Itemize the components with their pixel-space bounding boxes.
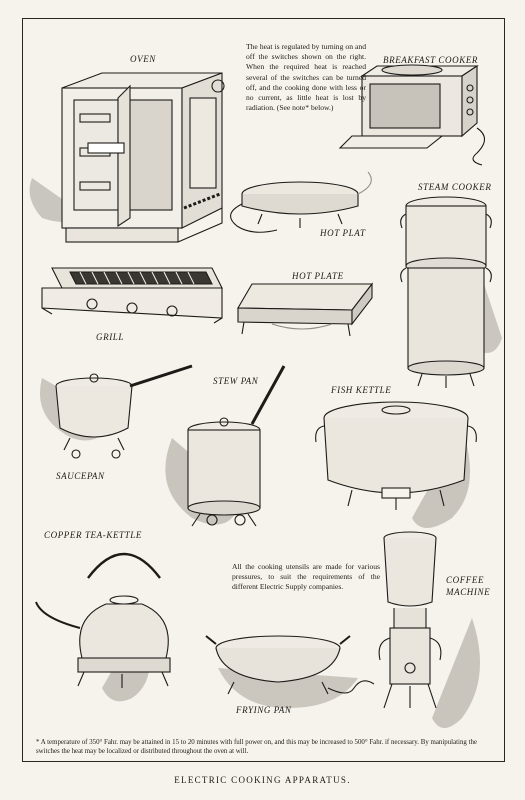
label-breakfast-cooker: Breakfast Cooker (383, 55, 479, 65)
rectangular-hot-plate-illustration (237, 282, 374, 337)
label-frying-pan: Frying Pan (236, 705, 292, 715)
stew-pan-illustration (165, 365, 286, 527)
oven-illustration (29, 72, 225, 243)
utensils-note: All the cooking utensils are made for va… (232, 562, 380, 592)
page-border (22, 18, 505, 762)
fish-kettle-illustration (315, 401, 477, 528)
label-grill: Grill (96, 332, 125, 342)
label-copper-tea-kettle: Copper Tea-Kettle (44, 530, 142, 540)
saucepan-illustration (40, 364, 193, 459)
page-caption: ELECTRIC COOKING APPARATUS. (174, 775, 351, 785)
steam-cooker-illustration (400, 196, 502, 388)
label-fish-kettle: Fish Kettle (331, 385, 392, 395)
frying-pan-illustration (205, 635, 375, 708)
round-hot-plate-illustration (230, 171, 372, 233)
temperature-footnote: * A temperature of 350° Fahr. may be att… (36, 739, 477, 756)
heat-regulation-note: The heat is regulated by turning on and … (246, 42, 366, 113)
label-hot-plate: Hot Plate (292, 271, 344, 281)
label-saucepan: Saucepan (56, 471, 105, 481)
breakfast-cooker-illustration (338, 64, 486, 166)
label-steam-cooker: Steam Cooker (418, 182, 492, 192)
tea-kettle-illustration (35, 552, 171, 702)
label-hot-plat: Hot Plat (320, 228, 366, 238)
label-oven: Oven (130, 54, 156, 64)
label-coffee-machine: Coffee Machine (446, 575, 491, 597)
grill-illustration (41, 267, 223, 324)
label-stew-pan: Stew Pan (213, 376, 259, 386)
coffee-machine-illustration (378, 531, 480, 728)
illustration-plate (22, 18, 503, 760)
